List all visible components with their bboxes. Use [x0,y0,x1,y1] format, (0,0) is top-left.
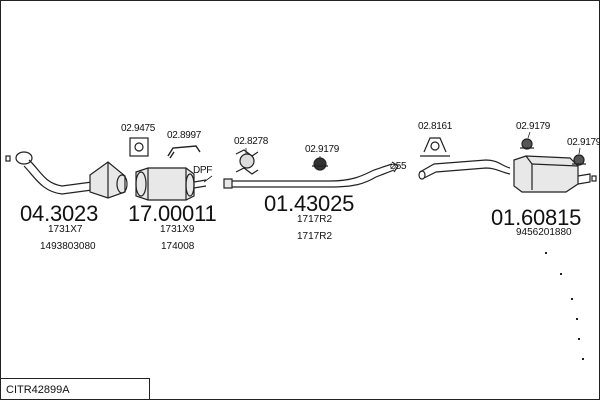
callout-dpf: DPF [193,165,213,176]
section-ref-1a: 1731X7 [48,224,83,235]
callout-mount-bracket: 02.8161 [418,121,453,132]
callout-mount-rear-right: 02.9179 [567,137,600,148]
rear-pipe-silencer [418,155,597,193]
section-ref-1b: 1493803080 [40,241,96,252]
callout-mount-middle: 02.9179 [305,144,340,155]
mount-icon [312,157,328,171]
section-ref-3a: 1717R2 [297,214,333,225]
clamp-icon [167,145,201,159]
section-ref-2b: 174008 [161,241,195,252]
edge-markers [545,252,584,360]
callout-mount-rear-left: 02.9179 [516,121,551,132]
callout-mount-front: 02.8278 [234,136,269,147]
diagram-code: CITR42899A [6,384,70,396]
callout-diameter: ⌀55 [390,161,407,172]
middle-pipe [223,161,399,189]
section-number-4: 01.60815 [491,205,582,230]
section-number-3: 01.43025 [264,191,355,216]
section-number-2: 17.00011 [128,201,217,226]
callout-clamp: 02.8997 [167,130,202,141]
gasket-icon [129,137,149,157]
front-pipe-catalytic-converter [5,151,128,199]
section-ref-2a: 1731X9 [160,224,195,235]
mount-rear-left-icon [520,138,534,150]
mount-rubber-icon [235,149,259,175]
callout-gasket: 02.9475 [121,123,156,134]
mount-bracket-icon [420,137,450,157]
diagram-code-box: CITR42899A [0,378,150,399]
section-ref-4a: 9456201880 [516,227,572,238]
leader-lines [203,131,581,183]
section-ref-3b: 1717R2 [297,231,333,242]
mount-rear-right-icon [572,154,586,166]
diesel-particulate-filter [135,167,207,201]
connector-marker-right [591,175,597,182]
connector-marker-left [5,155,11,162]
section-number-1: 04.3023 [20,201,99,226]
